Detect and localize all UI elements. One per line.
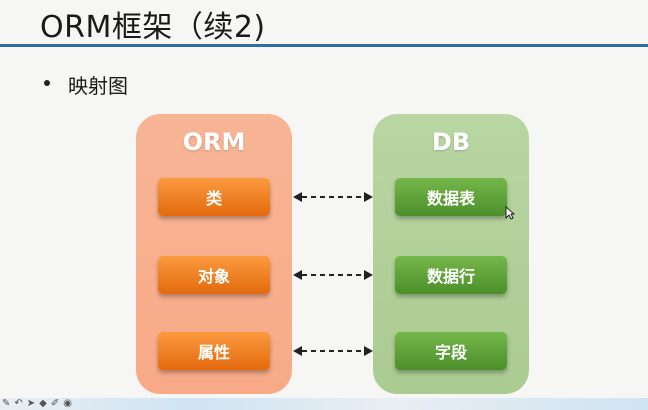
bottom-strip [0,398,648,410]
orm-panel-title: ORM [182,128,246,156]
pen-icon[interactable]: ✎ [2,398,11,409]
db-panel: DB 数据表 数据行 字段 [373,114,529,394]
record-icon[interactable]: ◉ [63,398,72,409]
db-item-field: 字段 [395,332,507,370]
title-divider [0,44,648,47]
pencil-icon[interactable]: ✐ [50,398,60,409]
undo-icon[interactable]: ↶ [14,398,23,409]
orm-item-attribute: 属性 [158,332,270,370]
bullet-dot-icon [44,80,50,86]
mouse-cursor-icon [505,206,515,220]
orm-item-object: 对象 [158,256,270,294]
presenter-toolbar: ✎ ↶ ➤ ◆ ✐ ◉ [2,398,72,410]
mapping-arrow-table [293,192,373,202]
mapping-arrow-field [293,346,373,356]
mapping-arrow-row [293,270,373,280]
db-item-table: 数据表 [395,178,507,216]
orm-panel: ORM 类 对象 属性 [136,114,292,394]
slide-title: ORM框架（续2) [40,10,266,45]
arrow-icon[interactable]: ➤ [26,398,36,409]
db-item-row: 数据行 [395,256,507,294]
eraser-icon[interactable]: ◆ [39,398,47,409]
orm-item-class: 类 [158,178,270,216]
bullet-text: 映射图 [68,74,128,98]
db-panel-title: DB [431,128,471,156]
